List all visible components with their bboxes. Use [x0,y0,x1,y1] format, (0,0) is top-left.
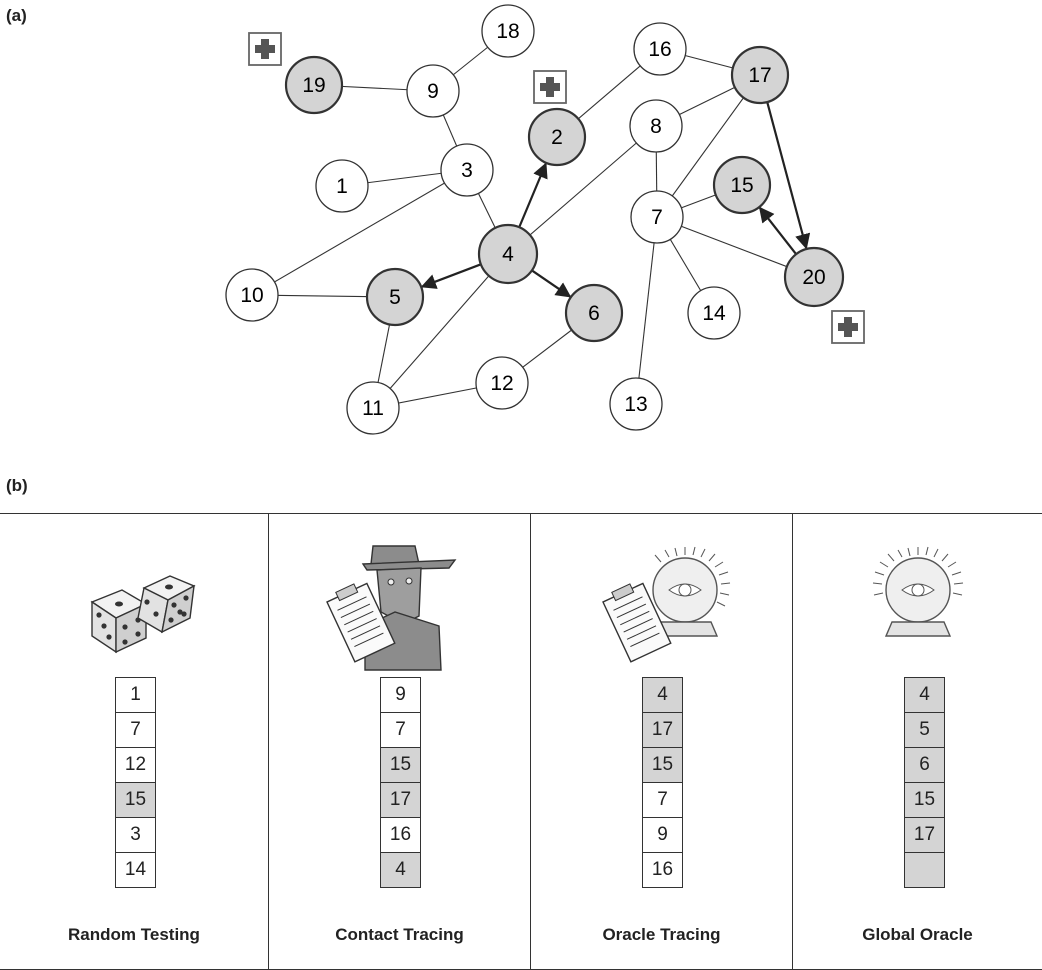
node-label: 8 [650,115,662,138]
edge-7-13 [635,216,658,405]
test-list-cell: 9 [643,818,682,853]
node-2: 2 [527,107,587,167]
node-6: 6 [564,283,624,343]
test-list-cell: 5 [905,713,944,748]
node-label: 15 [730,174,753,197]
test-list-cell: 15 [905,783,944,818]
node-19: 19 [284,55,344,115]
detective-clipboard-icon [326,545,457,671]
node-label: 3 [461,159,473,182]
test-list-cell: 4 [905,678,944,713]
strategy-name: Contact Tracing [335,925,464,944]
node-20: 20 [783,246,845,308]
node-17: 17 [730,45,790,105]
node-1: 1 [315,159,369,213]
node-label: 16 [648,38,671,61]
strategy-name: Oracle Tracing [602,925,721,944]
node-15: 15 [712,155,772,215]
node-8: 8 [629,99,683,153]
test-list-cell: 17 [381,783,420,818]
test-list-cell: 15 [116,783,155,818]
test-list-cell: 15 [643,748,682,783]
node-label: 14 [702,302,726,325]
contact-network-graph: 18 16 17 19 9 2 8 3 1 15 7 4 20 10 5 6 14 12 11 13 [225,4,865,435]
node-11: 11 [346,381,400,435]
plus-marker-icon [248,32,282,66]
test-list-cell: 7 [643,783,682,818]
node-16: 16 [633,22,687,76]
edge-7-17 [656,74,761,218]
node-14: 14 [687,286,741,340]
node-label: 11 [362,397,384,420]
test-list-cell: 17 [643,713,682,748]
node-13: 13 [609,377,663,431]
node-label: 19 [302,74,325,97]
node-label: 17 [748,64,771,87]
test-list-cell: 16 [381,818,420,853]
panel-b-label: (b) [6,476,28,495]
test-list-cell: 4 [381,853,420,888]
node-label: 1 [336,175,348,198]
test-list-cell: 14 [116,853,155,888]
test-list-cell: 1 [116,678,155,713]
clipboard-crystal-ball-icon [602,546,731,663]
transmission-arrow-4-2 [518,162,548,228]
panel-a-label: (a) [6,6,27,25]
node-label: 12 [490,372,513,395]
test-list-cell: 15 [381,748,420,783]
node-3: 3 [440,143,494,197]
plus-marker-icon [831,310,865,344]
edge-3-10 [251,169,468,296]
node-label: 4 [502,243,514,266]
test-list-cell: 17 [905,818,944,853]
crystal-ball-icon [872,546,964,637]
transmission-arrow-20-15 [758,206,797,255]
test-list-cell [905,853,944,888]
node-12: 12 [475,356,529,410]
node-10: 10 [225,268,279,322]
plus-marker-icon [533,70,567,104]
node-7: 7 [630,190,684,244]
node-label: 5 [389,286,401,309]
test-list-cell: 9 [381,678,420,713]
strategy-name: Global Oracle [862,925,973,944]
edge-4-8 [507,125,657,255]
test-list-cell: 4 [643,678,682,713]
node-9: 9 [406,64,460,118]
node-label: 20 [802,266,825,289]
test-list-cell: 6 [905,748,944,783]
edge-4-11 [372,253,509,409]
node-label: 18 [496,20,519,43]
node-label: 9 [427,80,439,103]
test-list-cell: 12 [116,748,155,783]
test-list-cell: 3 [116,818,155,853]
node-label: 7 [651,206,663,229]
node-label: 2 [551,126,563,149]
transmission-arrow-17-20 [766,101,811,250]
node-label: 13 [624,393,647,416]
transmission-arrow-4-5 [420,263,482,289]
test-list-cell: 7 [116,713,155,748]
test-list-cell: 7 [381,713,420,748]
node-label: 6 [588,302,600,325]
node-5: 5 [365,267,425,327]
node-4: 4 [477,223,539,285]
node-18: 18 [481,4,535,58]
node-label: 10 [240,284,263,307]
strategy-name: Random Testing [68,925,200,944]
test-list-cell: 16 [643,853,682,888]
transmission-arrow-4-6 [531,269,572,298]
dice-icon [90,575,196,654]
